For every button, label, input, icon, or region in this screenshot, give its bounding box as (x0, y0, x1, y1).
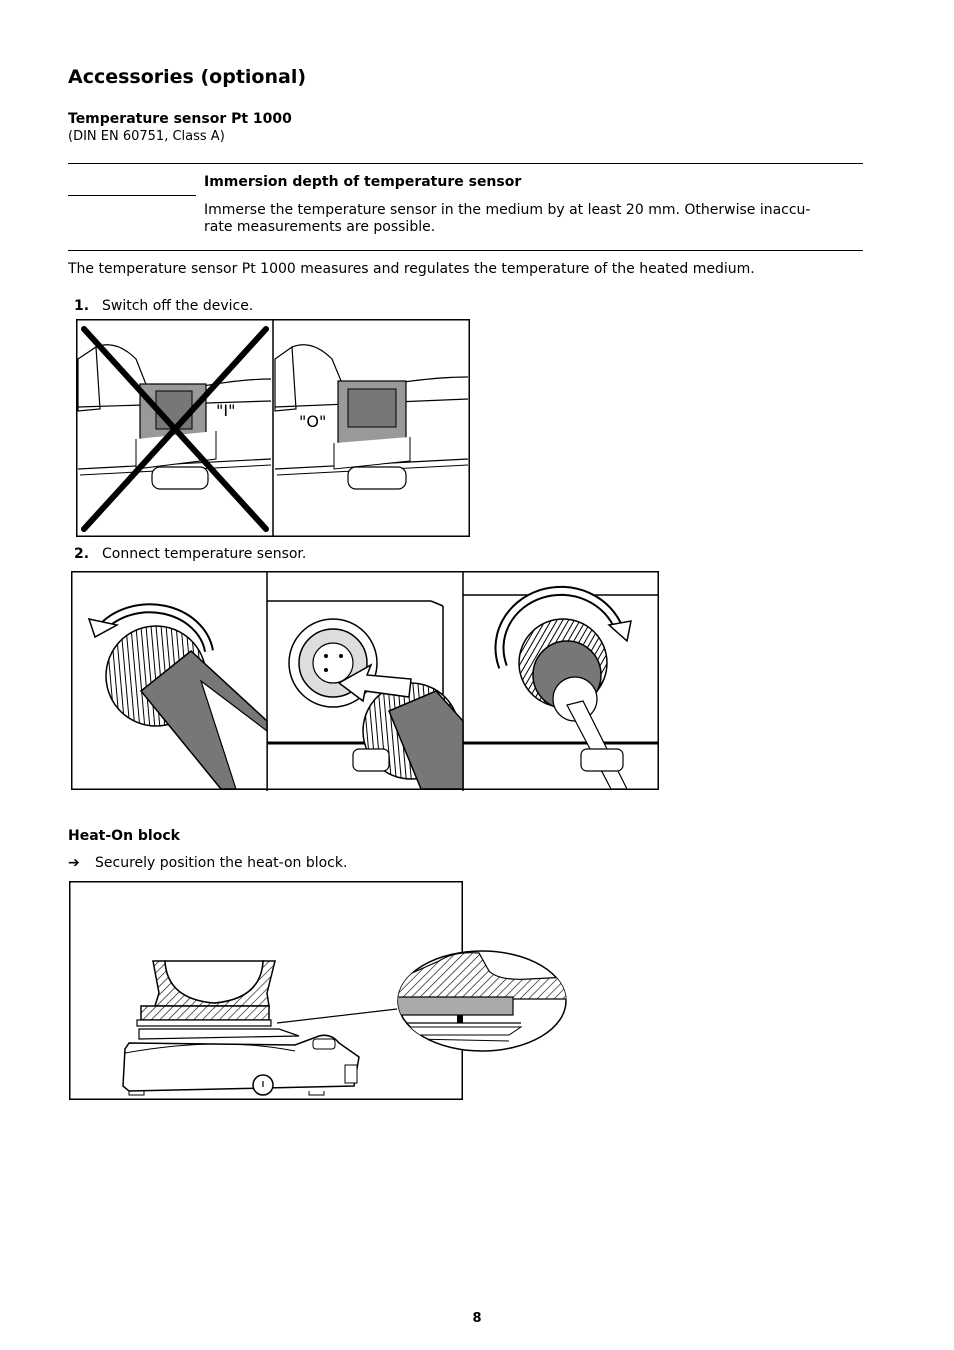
cross-line-2 (81, 326, 269, 532)
heat-on-instruction-text: Securely position the heat-on block. (95, 855, 348, 871)
arrow-right-icon: ➔ (68, 855, 80, 871)
heat-on-heading: Heat-On block (68, 828, 180, 844)
sensor-loosen-panel (87, 603, 268, 790)
connect-sensor-figure (71, 571, 659, 791)
notice-side-rule (68, 195, 196, 196)
heat-on-block-figure (69, 881, 567, 1100)
notice-line-1: Immerse the temperature sensor in the me… (204, 202, 811, 218)
step-1-text: Switch off the device. (102, 298, 254, 314)
step-1-number: 1. (74, 298, 90, 314)
notice-top-rule (68, 163, 863, 164)
heat-on-block (136, 960, 276, 1027)
step-1: 1. Switch off the device. (74, 298, 253, 314)
sensor-standard: (DIN EN 60751, Class A) (68, 129, 225, 144)
heat-on-instruction: ➔ Securely position the heat-on block. (68, 855, 347, 871)
notice-bottom-rule (68, 250, 863, 251)
page-number: 8 (472, 1311, 482, 1326)
page-title: Accessories (optional) (68, 66, 307, 88)
detail-leader-line (276, 1008, 398, 1024)
notice-body: Immerse the temperature sensor in the me… (204, 202, 844, 236)
rotate-arrow-left-icon (87, 617, 120, 639)
step-2: 2. Connect temperature sensor. (74, 546, 306, 562)
detail-magnifier (397, 950, 567, 1052)
switch-label-on: "I" (216, 401, 235, 420)
insert-arrow-icon (337, 663, 412, 703)
device-off-panel: "O" (274, 344, 469, 490)
sensor-insert-panel (267, 600, 464, 790)
hotplate-device (122, 1028, 360, 1096)
switch-off-figure: "I" "O" (76, 319, 470, 537)
step-2-text: Connect temperature sensor. (102, 546, 307, 562)
step-2-number: 2. (74, 546, 90, 562)
device-on-panel: "I" (77, 326, 272, 532)
notice-title: Immersion depth of temperature sensor (204, 174, 522, 190)
notice-line-2: rate measurements are possible. (204, 219, 436, 235)
sensor-tighten-panel (463, 585, 659, 790)
sensor-heading: Temperature sensor Pt 1000 (68, 111, 292, 127)
switch-label-off: "O" (299, 412, 326, 431)
rotate-arrow-right-icon (607, 620, 632, 643)
intro-text: The temperature sensor Pt 1000 measures … (68, 261, 755, 277)
